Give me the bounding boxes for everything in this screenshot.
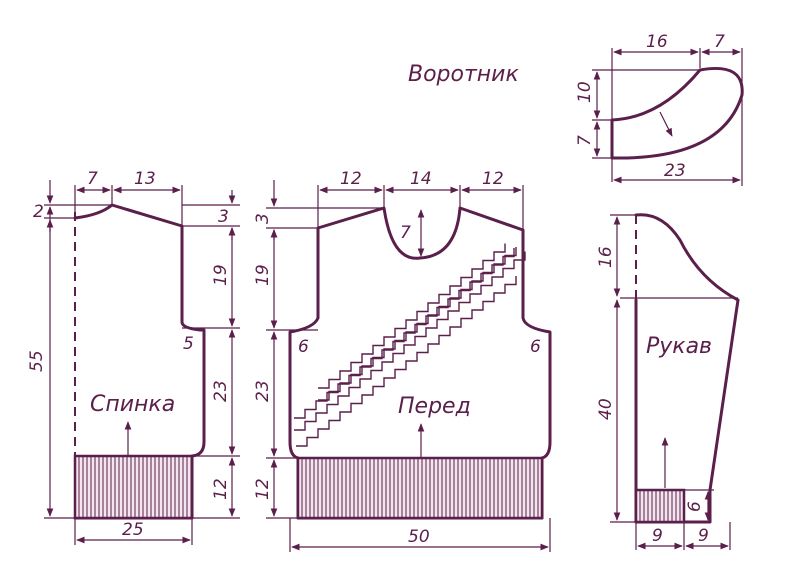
- front-outline: [288, 206, 552, 520]
- back-shoulder-left-value: 2: [33, 202, 44, 222]
- collar-upper-value: 10: [575, 81, 595, 103]
- sleeve-outline: [634, 213, 740, 524]
- sleeve-bottom-right-value: 9: [698, 526, 709, 546]
- back-top-left-value: 7: [87, 169, 98, 189]
- collar-grain-arrow: [659, 111, 673, 137]
- back-rib-lines: [78, 457, 192, 517]
- sleeve-label: Рукав: [646, 334, 712, 359]
- sleeve-cuff-value: 6: [685, 501, 705, 512]
- back-notch-value: 5: [183, 334, 194, 354]
- back-label: Спинка: [90, 392, 175, 417]
- back-top-right-value: 13: [134, 169, 156, 189]
- back-rib-value: 12: [211, 478, 231, 500]
- front-top-left-value: 12: [340, 169, 362, 189]
- front-piece: Перед 7 12 14 12 3 19 23 12 6 6: [253, 169, 552, 552]
- sleeve-piece: Рукав 16 40 6 9 9: [596, 213, 740, 550]
- front-diagonal-stripe-pattern: [294, 243, 526, 447]
- front-neck-depth-value: 7: [400, 223, 411, 243]
- front-neck-value: 14: [410, 169, 432, 189]
- stripe-step-line: [294, 251, 526, 431]
- collar-lower-value: 7: [575, 135, 595, 146]
- back-shoulder-right-value: 3: [218, 207, 229, 227]
- collar-piece: Воротник 16 7 10 7 23: [408, 32, 744, 186]
- front-rib-value: 12: [253, 478, 273, 500]
- front-width-value: 50: [408, 527, 430, 547]
- front-shoulder-value: 3: [253, 213, 273, 224]
- back-rib-band: [73, 454, 194, 520]
- front-side-value: 23: [253, 380, 273, 402]
- front-rib-band: [296, 456, 544, 520]
- stripe-step-line: [296, 276, 517, 447]
- stripe-step-line: [294, 248, 515, 419]
- front-rib-lines: [301, 459, 539, 517]
- front-armhole-value: 19: [253, 264, 273, 286]
- front-notch-right-value: 6: [530, 337, 541, 357]
- back-width-value: 25: [122, 520, 144, 540]
- collar-outline: [610, 66, 744, 160]
- front-notch-left-value: 6: [298, 337, 309, 357]
- back-side-value: 23: [211, 380, 231, 402]
- back-total-value: 55: [27, 350, 47, 372]
- collar-top-right-value: 7: [714, 32, 725, 52]
- sleeve-cap-value: 16: [596, 246, 616, 268]
- front-top-right-value: 12: [482, 169, 504, 189]
- collar-bottom-value: 23: [664, 161, 686, 181]
- collar-top-left-value: 16: [646, 32, 668, 52]
- collar-label: Воротник: [408, 62, 519, 87]
- back-armhole-value: 19: [211, 264, 231, 286]
- stripe-step-line: [318, 243, 506, 389]
- back-piece: Спинка 7 13 2 55 3 19 23 12 5: [27, 169, 240, 545]
- sleeve-rib-lines: [639, 491, 681, 521]
- front-label: Перед: [398, 394, 471, 419]
- stripe-step-line: [318, 247, 517, 401]
- sleeve-bottom-left-value: 9: [652, 526, 663, 546]
- sleeve-length-value: 40: [596, 398, 616, 420]
